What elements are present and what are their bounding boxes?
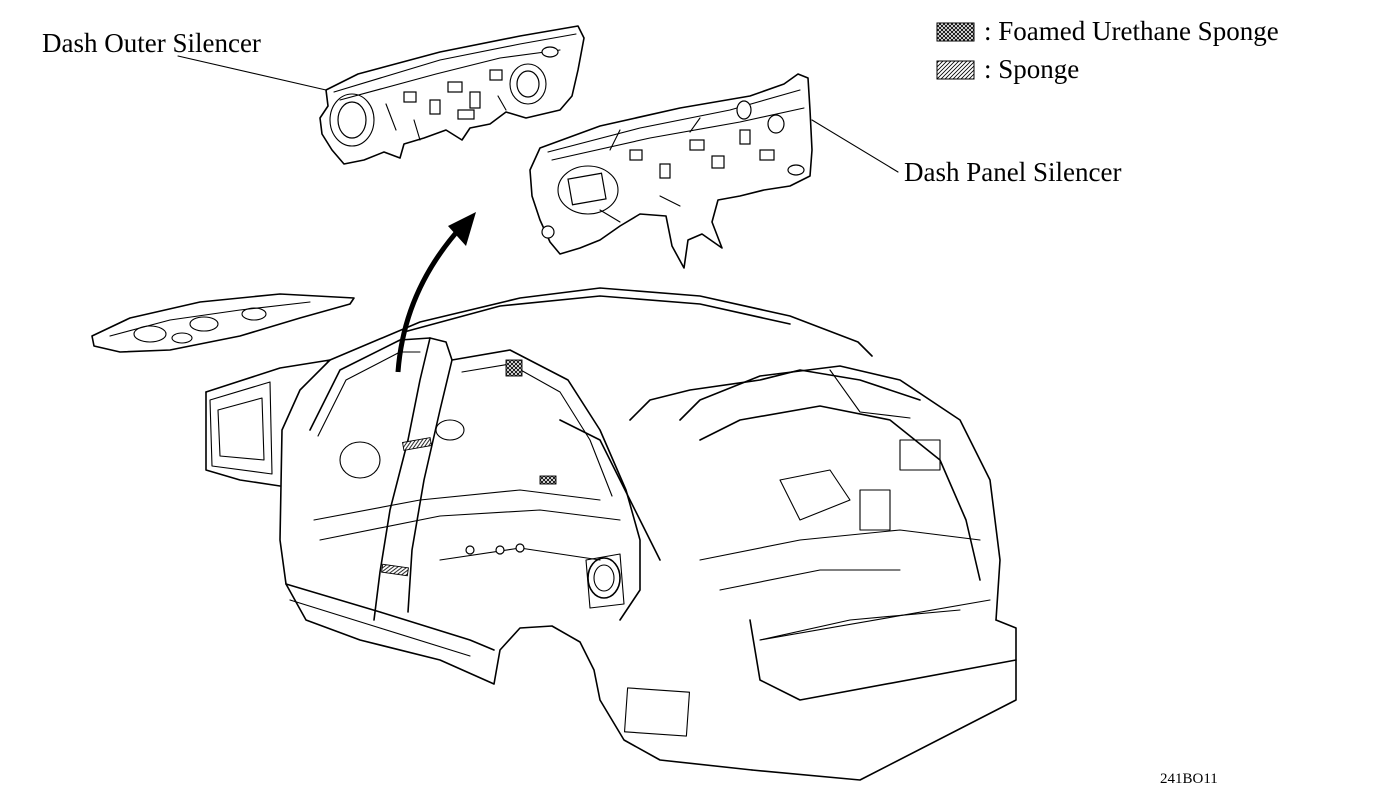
foamed-urethane-swatch <box>936 22 975 42</box>
dash-outer-silencer-drawing <box>319 25 585 165</box>
legend-item-foamed-urethane: : Foamed Urethane Sponge <box>984 16 1279 46</box>
sponge-swatch <box>936 60 975 80</box>
dash-panel-silencer-label: Dash Panel Silencer <box>904 157 1121 187</box>
installation-arrow <box>395 212 476 373</box>
legend-item-sponge: : Sponge <box>984 54 1079 84</box>
dash-panel-silencer-leader <box>811 119 899 173</box>
dash-panel-silencer-drawing <box>529 73 813 269</box>
dash-outer-silencer-leader <box>177 55 327 91</box>
hood-silencer-drawing <box>91 293 355 353</box>
figure-id: 241BO11 <box>1160 771 1218 787</box>
legend: : Foamed Urethane Sponge : Sponge <box>936 16 1279 84</box>
dash-outer-silencer-label: Dash Outer Silencer <box>42 28 261 58</box>
vehicle-body-drawing <box>205 287 1017 781</box>
